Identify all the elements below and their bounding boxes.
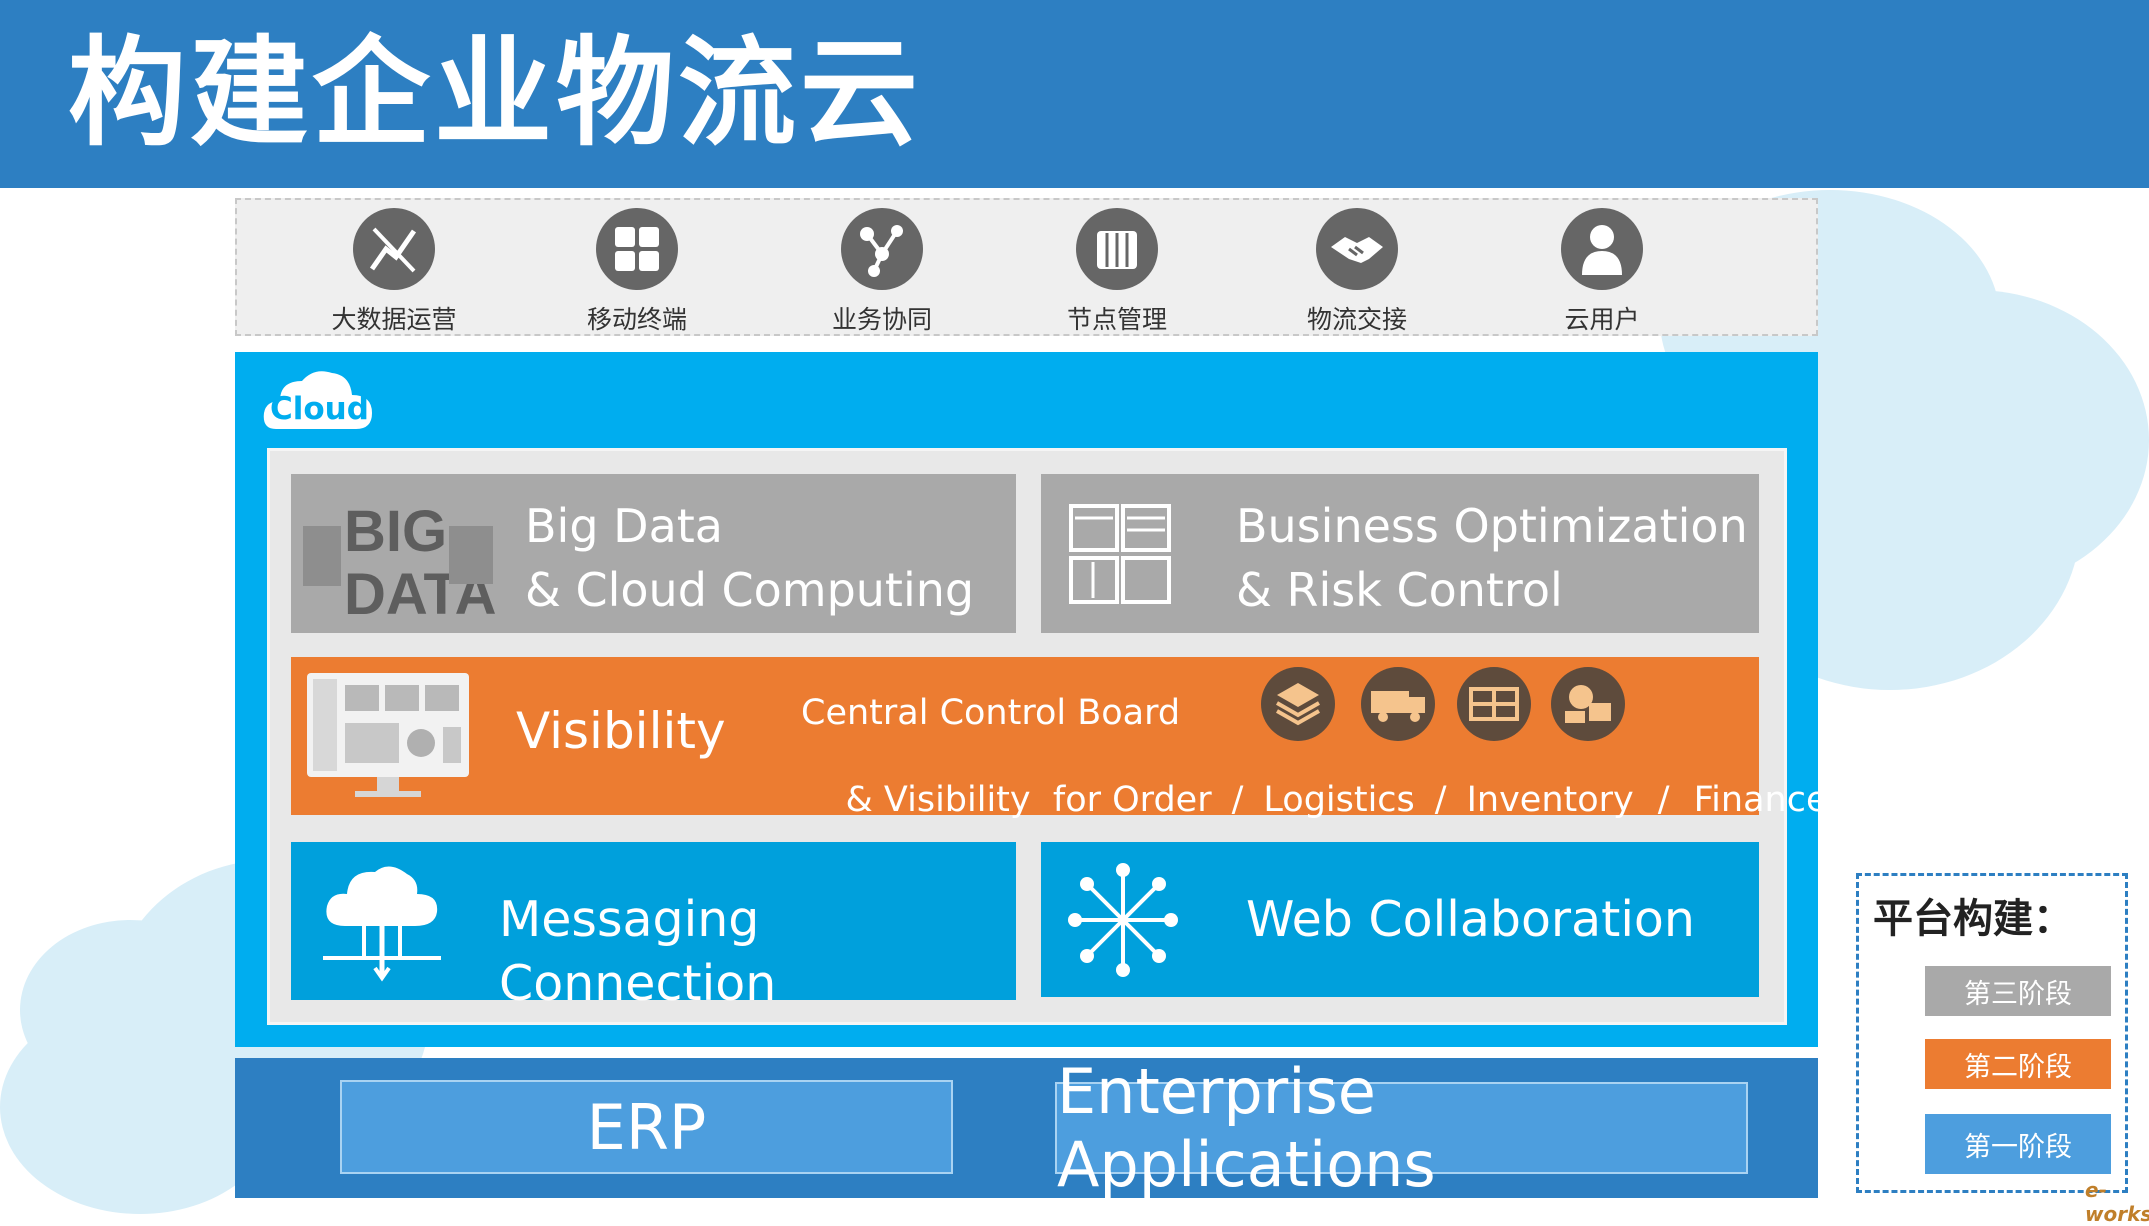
page-title: 构建企业物流云 bbox=[68, 24, 923, 162]
network-nodes-icon bbox=[841, 208, 923, 290]
title-bar bbox=[0, 0, 2149, 188]
legend-phase-2: 第二阶段 bbox=[1925, 1039, 2111, 1089]
user-icon bbox=[1561, 208, 1643, 290]
feature-icon-strip: 大数据运营 移动终端 业务协同 节点管理 物流交接 云用户 bbox=[235, 198, 1818, 336]
background-cloud bbox=[20, 920, 240, 1100]
monitor-dashboard-icon bbox=[305, 671, 471, 805]
finance-icon bbox=[1551, 667, 1625, 741]
feature-item-handover[interactable]: 物流交接 bbox=[1267, 208, 1447, 336]
big-data-line2: & Cloud Computing bbox=[525, 563, 975, 617]
messaging-label: Messaging Connection bbox=[499, 891, 777, 1012]
legend-phase-1: 第一阶段 bbox=[1925, 1114, 2111, 1174]
book-icon bbox=[1076, 208, 1158, 290]
feature-label: 云用户 bbox=[1564, 305, 1640, 334]
business-optimization-block[interactable]: Business Optimization & Risk Control bbox=[1041, 474, 1759, 633]
watermark-logo: e-works bbox=[2085, 1178, 2149, 1226]
visibility-block[interactable]: Visibility Central Control Board & Visib… bbox=[291, 657, 1827, 820]
warehouse-icon bbox=[1457, 667, 1531, 741]
feature-item-bigdata[interactable]: 大数据运营 bbox=[304, 208, 484, 336]
visibility-item-finance: Finance bbox=[1693, 780, 1828, 820]
cloud-badge-label: Cloud bbox=[270, 391, 369, 427]
cloud-upload-icon bbox=[319, 862, 445, 986]
enterprise-applications-box[interactable]: Enterprise Applications bbox=[1055, 1055, 1748, 1201]
big-data-block[interactable]: BIG DATA Big Data & Cloud Computing bbox=[291, 474, 1016, 633]
truck-icon bbox=[1361, 667, 1435, 741]
phase-legend: 平台构建： 第三阶段 第二阶段 第一阶段 bbox=[1856, 873, 2128, 1193]
business-line2: & Risk Control bbox=[1236, 563, 1563, 617]
hub-icon bbox=[1067, 862, 1179, 982]
web-collab-label: Web Collaboration bbox=[1246, 891, 1695, 948]
feature-label: 大数据运营 bbox=[331, 305, 457, 334]
feature-label: 移动终端 bbox=[586, 305, 687, 334]
layers-icon bbox=[1261, 667, 1335, 741]
legend-phase-3: 第三阶段 bbox=[1925, 966, 2111, 1016]
web-collaboration-block[interactable]: Web Collaboration bbox=[1041, 842, 1759, 997]
legend-title: 平台构建： bbox=[1873, 896, 2073, 942]
feature-item-user[interactable]: 云用户 bbox=[1512, 208, 1692, 336]
visibility-line2: & Visibility for Order / Logistics / Invento… bbox=[801, 740, 1828, 860]
visibility-item-inventory: Inventory bbox=[1466, 780, 1634, 820]
business-line1: Business Optimization bbox=[1236, 499, 1748, 553]
feature-label: 节点管理 bbox=[1066, 305, 1167, 334]
messaging-connection-block[interactable]: Messaging Connection bbox=[291, 842, 1016, 1012]
visibility-item-logistics: Logistics bbox=[1263, 780, 1415, 820]
handshake-icon bbox=[1316, 208, 1398, 290]
forms-icon bbox=[1069, 504, 1171, 608]
feature-item-collab[interactable]: 业务协同 bbox=[792, 208, 972, 336]
feature-label: 业务协同 bbox=[831, 305, 932, 334]
visibility-line1: Central Control Board bbox=[801, 693, 1181, 733]
feature-item-mobile[interactable]: 移动终端 bbox=[547, 208, 727, 336]
erp-box[interactable]: ERP bbox=[340, 1080, 953, 1174]
svg-text:BIG: BIG bbox=[344, 499, 447, 564]
separator: / bbox=[1231, 780, 1244, 820]
mobile-apps-icon bbox=[596, 208, 678, 290]
cloud-badge: Cloud bbox=[262, 365, 374, 433]
chart-crossed-icon bbox=[353, 208, 435, 290]
separator: / bbox=[1434, 780, 1447, 820]
big-data-line1: Big Data bbox=[525, 499, 723, 553]
big-data-wordcloud-icon: BIG DATA bbox=[299, 486, 499, 627]
visibility-title: Visibility bbox=[516, 702, 726, 760]
feature-item-nodes[interactable]: 节点管理 bbox=[1027, 208, 1207, 336]
separator: / bbox=[1657, 780, 1670, 820]
feature-label: 物流交接 bbox=[1306, 305, 1407, 334]
visibility-order-text: & Visibility for Order bbox=[845, 780, 1212, 820]
cloud-icon bbox=[263, 371, 372, 429]
